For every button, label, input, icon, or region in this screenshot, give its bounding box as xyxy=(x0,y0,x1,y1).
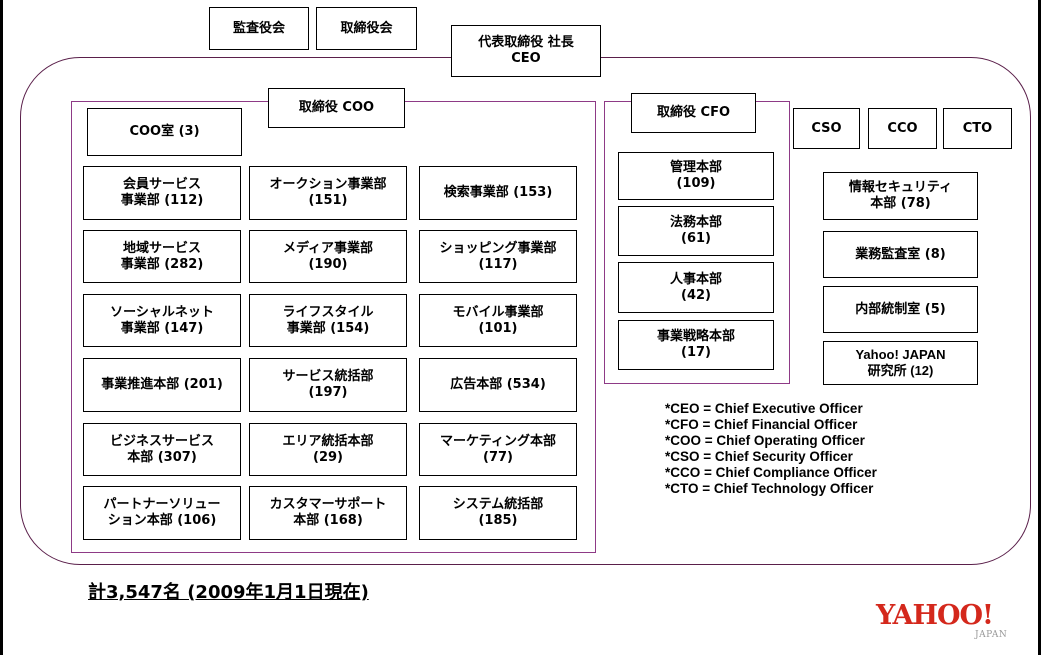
legend-item: *CFO = Chief Financial Officer xyxy=(665,417,858,432)
coo-dept-17: カスタマーサポート 本部 (168) xyxy=(249,486,407,540)
coo-title-box: 取締役 COO xyxy=(268,88,405,128)
cco-box: CCO xyxy=(868,108,937,149)
coo-dept-9: モバイル事業部 (101) xyxy=(419,294,577,347)
audit-board-box: 監査役会 xyxy=(209,7,309,50)
logo-text: YAHOO! xyxy=(876,600,994,631)
legend-item: *CSO = Chief Security Officer xyxy=(665,449,853,464)
left-border xyxy=(0,0,3,655)
coo-dept-14: エリア統括本部 (29) xyxy=(249,423,407,476)
coo-dept-1: 会員サービス 事業部 (112) xyxy=(83,166,241,220)
coo-dept-10: 事業推進本部 (201) xyxy=(83,358,241,412)
cfo-dept-1: 管理本部 (109) xyxy=(618,152,774,200)
legend-item: *CEO = Chief Executive Officer xyxy=(665,401,863,416)
legend-item: *CCO = Chief Compliance Officer xyxy=(665,465,877,480)
coo-dept-3: 検索事業部 (153) xyxy=(419,166,577,220)
coo-dept-16: パートナーソリュー ション本部 (106) xyxy=(83,486,241,540)
internal-control-box: 内部統制室 (5) xyxy=(823,286,978,333)
coo-office-box: COO室 (3) xyxy=(87,108,242,156)
cfo-dept-3: 人事本部 (42) xyxy=(618,262,774,313)
coo-dept-4: 地域サービス 事業部 (282) xyxy=(83,230,241,283)
cto-box: CTO xyxy=(943,108,1012,149)
coo-dept-12: 広告本部 (534) xyxy=(419,358,577,412)
coo-dept-8: ライフスタイル 事業部 (154) xyxy=(249,294,407,347)
coo-dept-13: ビジネスサービス 本部 (307) xyxy=(83,423,241,476)
logo-subtext: JAPAN xyxy=(975,630,1008,640)
cfo-dept-4: 事業戦略本部 (17) xyxy=(618,320,774,370)
coo-dept-18: システム統括部 (185) xyxy=(419,486,577,540)
business-audit-box: 業務監査室 (8) xyxy=(823,231,978,278)
cfo-title-box: 取締役 CFO xyxy=(631,93,756,133)
ceo-box: 代表取締役 社長 CEO xyxy=(451,25,601,77)
yahoo-logo: YAHOO! JAPAN xyxy=(876,600,1026,644)
right-border xyxy=(1038,0,1041,655)
abbreviation-legend: *CEO = Chief Executive Officer *CFO = Ch… xyxy=(665,401,877,497)
coo-dept-2: オークション事業部 (151) xyxy=(249,166,407,220)
coo-dept-6: ショッピング事業部 (117) xyxy=(419,230,577,283)
board-of-directors-box: 取締役会 xyxy=(316,7,417,50)
coo-dept-7: ソーシャルネット 事業部 (147) xyxy=(83,294,241,347)
coo-dept-15: マーケティング本部 (77) xyxy=(419,423,577,476)
cso-box: CSO xyxy=(793,108,860,149)
coo-dept-11: サービス統括部 (197) xyxy=(249,358,407,412)
legend-item: *COO = Chief Operating Officer xyxy=(665,433,865,448)
cfo-dept-2: 法務本部 (61) xyxy=(618,206,774,256)
info-security-box: 情報セキュリティ 本部 (78) xyxy=(823,172,978,220)
legend-item: *CTO = Chief Technology Officer xyxy=(665,481,874,496)
research-lab-box: Yahoo! JAPAN 研究所 (12) xyxy=(823,341,978,385)
coo-dept-5: メディア事業部 (190) xyxy=(249,230,407,283)
total-employees: 計3,547名 (2009年1月1日現在) xyxy=(88,582,369,603)
